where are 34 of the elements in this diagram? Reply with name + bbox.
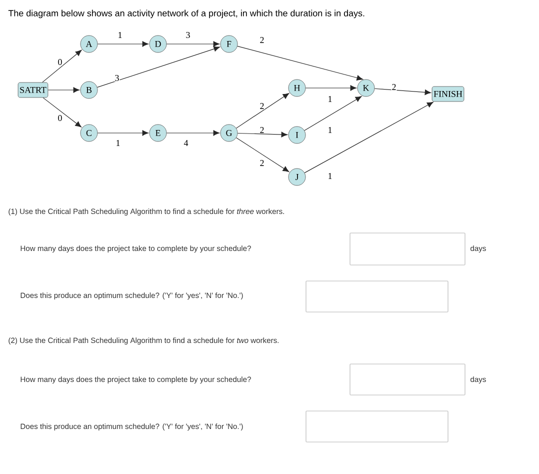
terminal-box: SATRT bbox=[18, 82, 48, 98]
arrow bbox=[237, 46, 363, 81]
arrow bbox=[166, 130, 220, 136]
edge-label: 1 bbox=[327, 172, 333, 180]
arrow bbox=[304, 102, 434, 174]
edge-label: 2 bbox=[259, 126, 265, 134]
arrow bbox=[236, 137, 290, 172]
arrow bbox=[304, 96, 362, 131]
edge-label: 4 bbox=[183, 140, 189, 146]
arrow bbox=[97, 130, 149, 136]
edge-label: 1 bbox=[115, 140, 121, 146]
arrow bbox=[236, 93, 290, 128]
edge-label: 0 bbox=[57, 58, 63, 66]
edge-label: 2 bbox=[259, 160, 265, 166]
arrow bbox=[97, 41, 149, 47]
arrow bbox=[305, 85, 357, 91]
edge-label: 1 bbox=[327, 96, 333, 102]
terminal-box: FINISH bbox=[432, 86, 464, 102]
edge-label: 1 bbox=[327, 126, 333, 134]
arrow bbox=[166, 41, 220, 47]
arrow bbox=[42, 50, 82, 83]
edge-label: 3 bbox=[114, 74, 120, 82]
edge-label: 2 bbox=[391, 84, 397, 90]
arrow bbox=[48, 87, 80, 93]
arrow bbox=[96, 46, 220, 88]
arrow bbox=[42, 97, 82, 128]
arrow bbox=[374, 88, 432, 96]
edge-label: 0 bbox=[57, 114, 63, 122]
edge-label: 2 bbox=[259, 102, 265, 110]
edge-label: 3 bbox=[185, 31, 191, 38]
edge-label: 2 bbox=[259, 36, 265, 44]
arrow bbox=[237, 132, 288, 138]
title: The diagram below shows an activity network of a project, in which the duration is in days. bbox=[8, 10, 364, 18]
edge-label: 1 bbox=[117, 32, 123, 38]
